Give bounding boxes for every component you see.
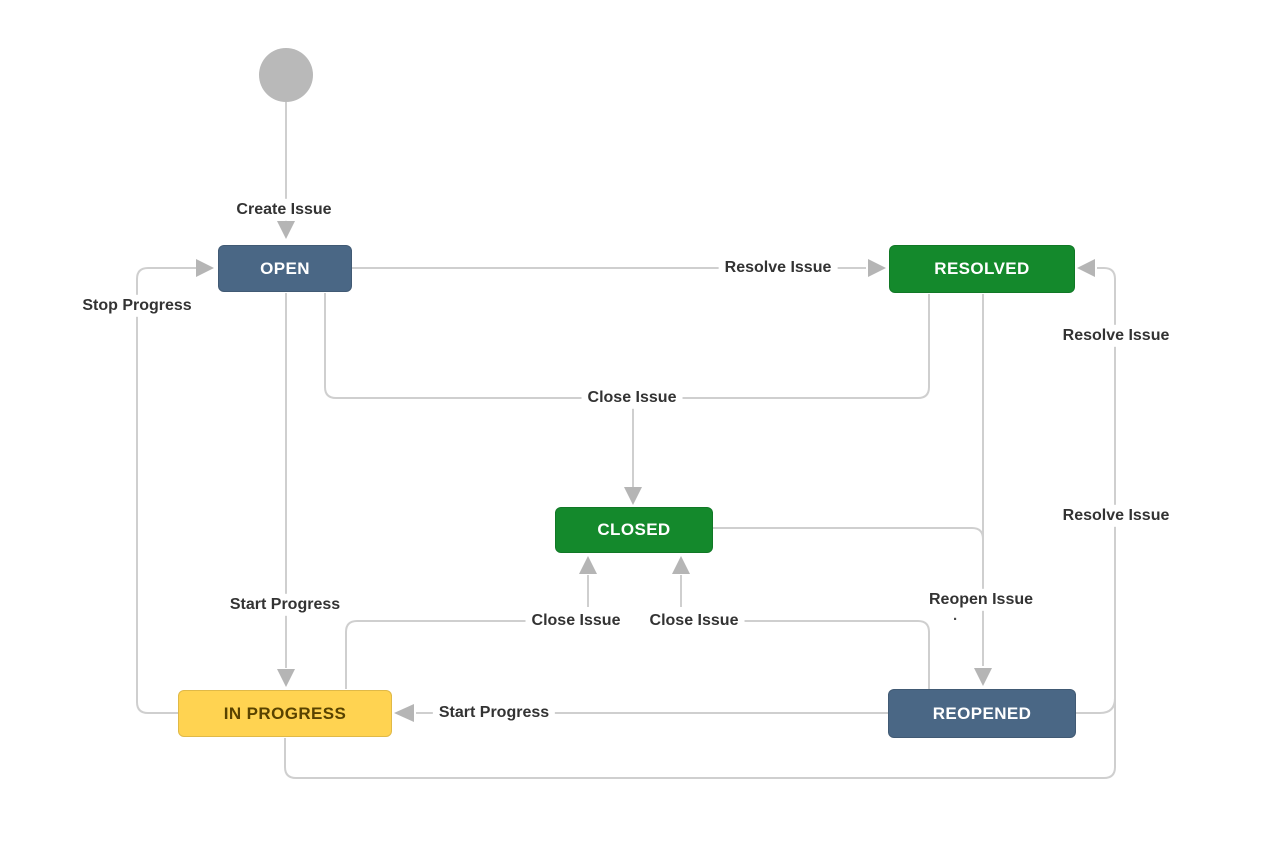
transition-label-close-issue[interactable]: Close Issue xyxy=(525,609,627,633)
arrowhead-start-progress-bottom xyxy=(394,704,414,722)
edge-reopen-issue-closed-join xyxy=(713,527,984,540)
transition-label-resolve-issue[interactable]: Resolve Issue xyxy=(718,256,838,280)
status-label-reopened: REOPENED xyxy=(932,703,1032,723)
transition-label-create-issue[interactable]: Create Issue xyxy=(230,198,338,222)
status-node-in-progress[interactable]: IN PROGRESS xyxy=(178,690,392,737)
status-node-resolved[interactable]: RESOLVED xyxy=(889,245,1075,293)
arrowhead-create-issue xyxy=(277,221,295,239)
arrowhead-resolve-issue-top xyxy=(868,259,886,277)
transition-label-resolve-issue[interactable]: Resolve Issue xyxy=(1056,504,1176,528)
arrowhead-start-progress-left xyxy=(277,669,295,687)
edge-close-issue-right xyxy=(648,620,930,689)
start-node-circle[interactable] xyxy=(259,48,313,102)
status-node-open[interactable]: OPEN xyxy=(218,245,352,292)
transition-label-reopen-issue[interactable]: Reopen Issue xyxy=(922,588,1040,612)
status-node-reopened[interactable]: REOPENED xyxy=(888,689,1076,738)
arrowhead-reopen-issue xyxy=(974,668,992,686)
status-label-in-progress: IN PROGRESS xyxy=(223,703,347,723)
transition-label-start-progress[interactable]: Start Progress xyxy=(432,701,556,725)
arrowhead-close-issue-right xyxy=(672,556,690,574)
edge-resolve-issue-right xyxy=(284,267,1116,779)
stray-period-mark: . xyxy=(953,607,958,624)
transition-label-stop-progress[interactable]: Stop Progress xyxy=(76,294,198,318)
status-label-open: OPEN xyxy=(260,258,310,278)
arrowhead-resolve-issue-right xyxy=(1077,259,1095,277)
edge-resolve-issue-reopened-join xyxy=(1076,697,1116,714)
arrowhead-close-issue-top xyxy=(624,487,642,505)
edge-close-issue-left xyxy=(345,620,560,689)
arrowhead-close-issue-left xyxy=(579,556,597,574)
edge-close-issue-top xyxy=(324,293,930,399)
status-label-closed: CLOSED xyxy=(597,520,671,539)
arrowhead-stop-progress xyxy=(196,259,214,277)
edge-stop-progress xyxy=(136,267,196,714)
status-node-closed[interactable]: CLOSED xyxy=(555,507,713,553)
transition-label-resolve-issue[interactable]: Resolve Issue xyxy=(1056,324,1176,348)
status-label-resolved: RESOLVED xyxy=(934,259,1030,278)
transition-label-close-issue[interactable]: Close Issue xyxy=(581,386,683,410)
transition-label-start-progress[interactable]: Start Progress xyxy=(223,593,347,617)
transition-label-close-issue[interactable]: Close Issue xyxy=(643,609,745,633)
